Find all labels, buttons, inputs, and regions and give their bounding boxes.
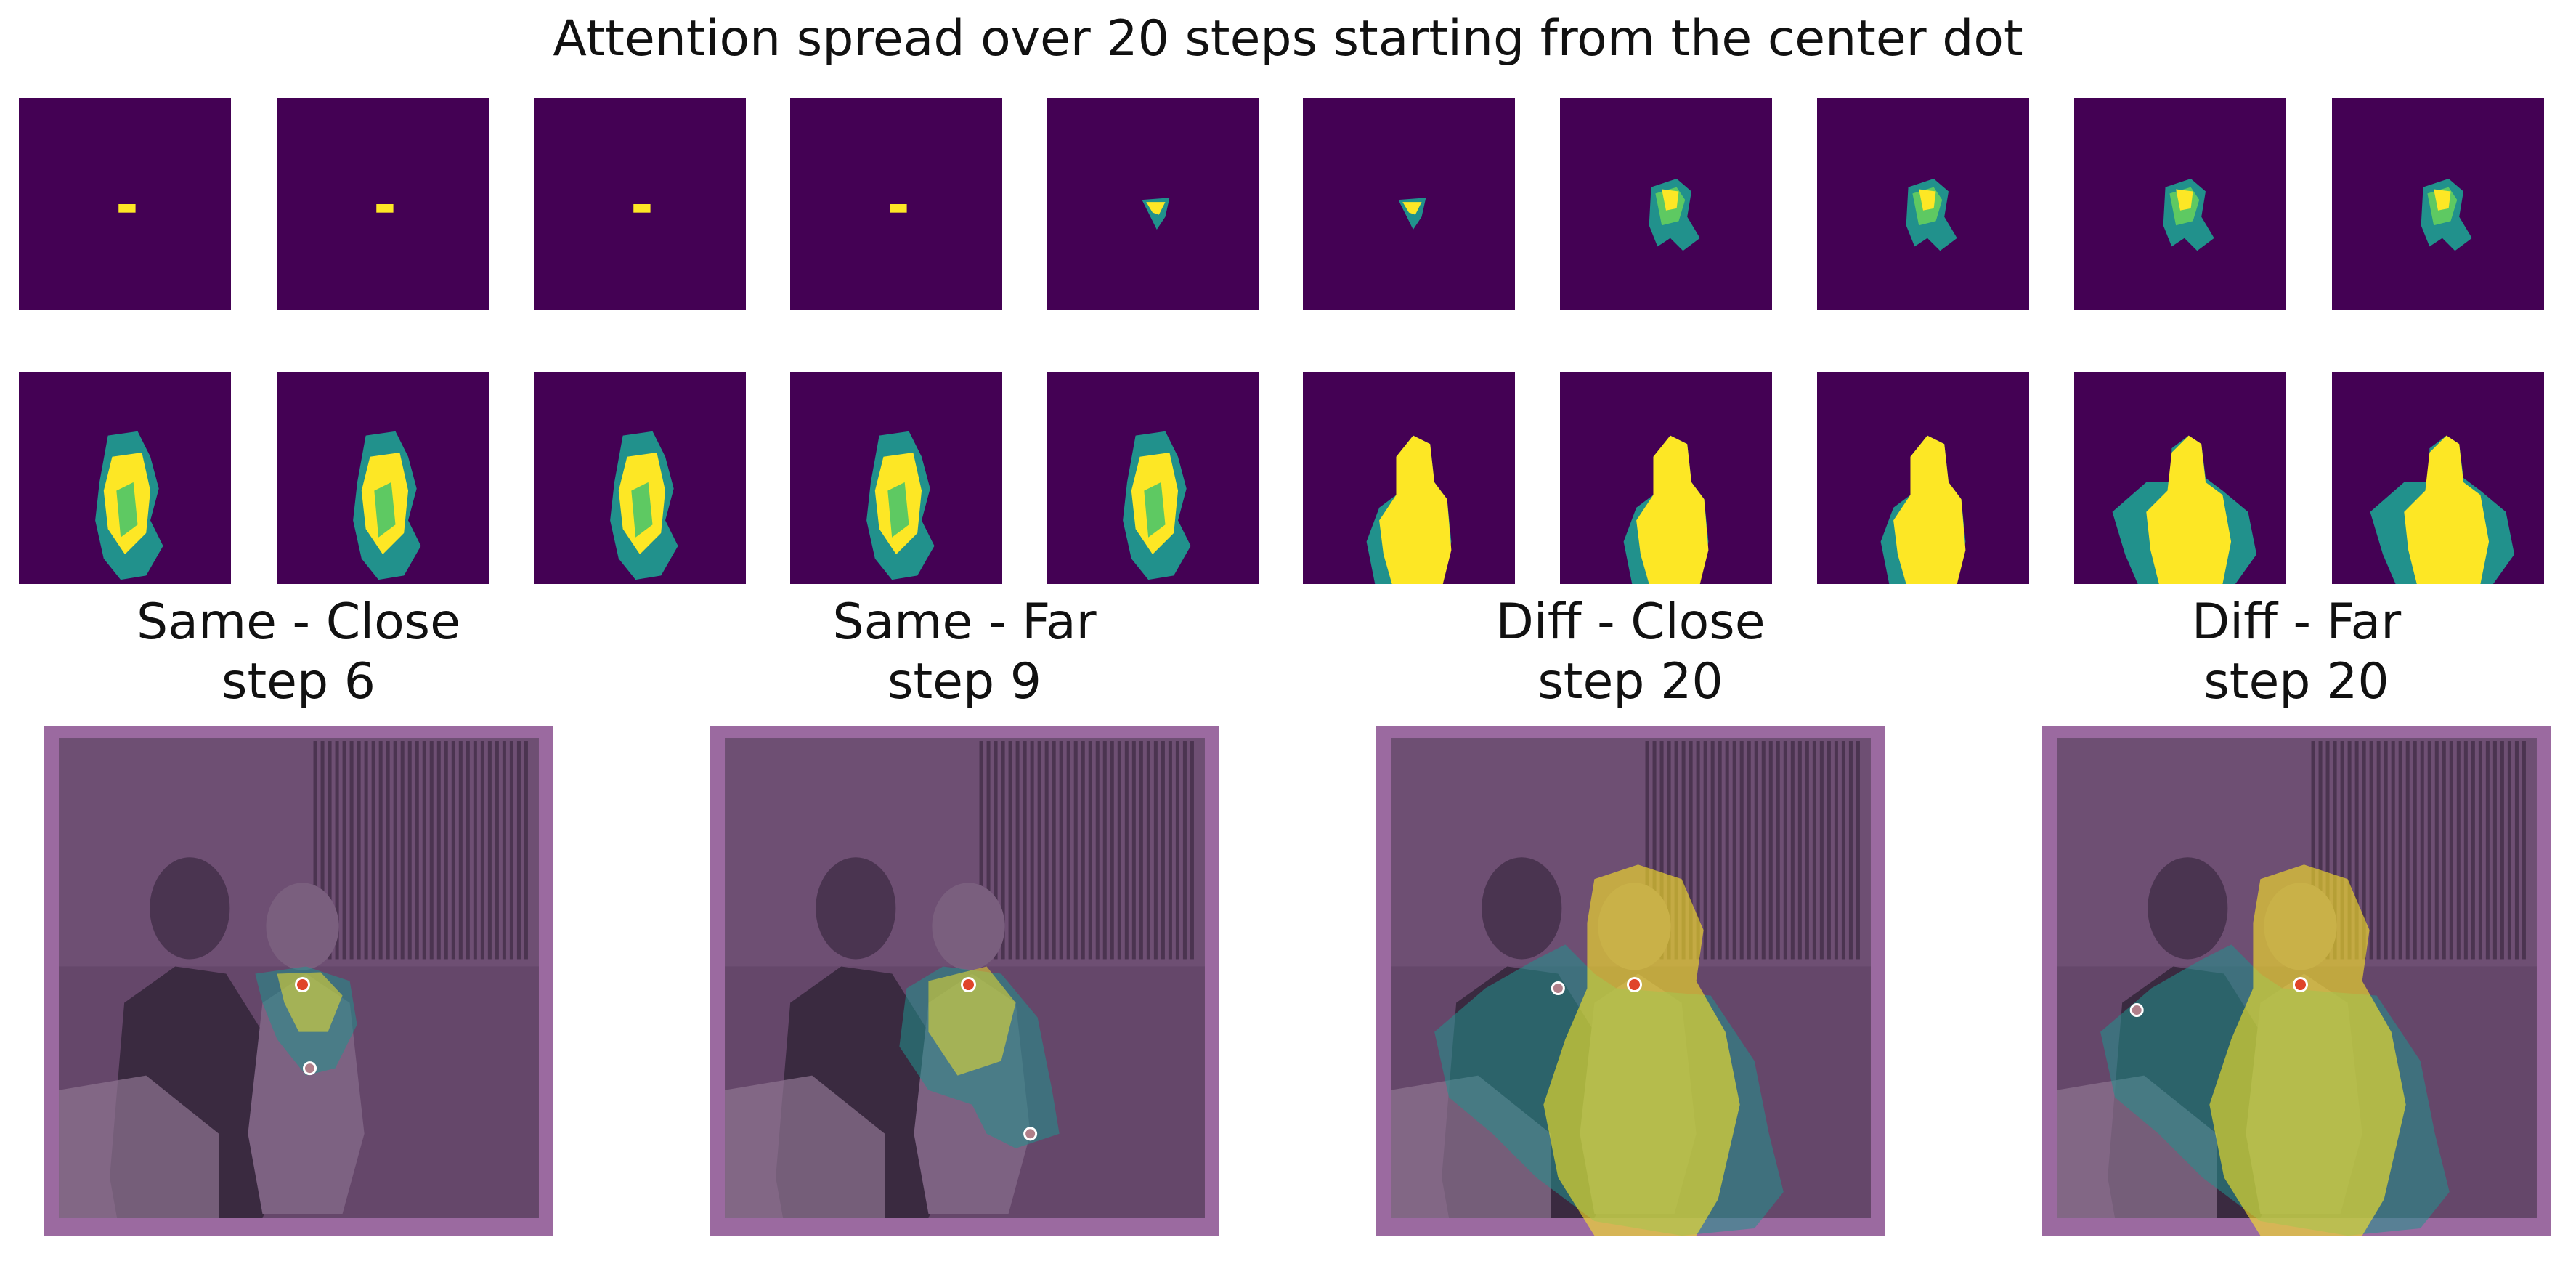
overlay-photo [2042,726,2551,1236]
overlay-photo [710,726,1219,1236]
attention-blob [2163,178,2214,251]
panel-title-condition: Diff - Far [2191,593,2402,651]
attention-map-step-10 [2332,98,2544,310]
overlay-photo [44,726,553,1236]
attention-blob [1366,435,1452,584]
overlay-photo [1376,726,1885,1236]
attention-blob [890,204,907,213]
attention-blob [2112,435,2257,584]
attention-map-step-7 [1560,98,1772,310]
attention-map-step-16 [1303,372,1515,584]
attention-overlay-image [710,726,1219,1236]
attention-map-step-1 [19,98,231,310]
panel-title-step: step 9 [887,653,1041,710]
attention-map-step-5 [1047,98,1259,310]
attention-blob [1142,198,1170,230]
attention-map-step-6 [1303,98,1515,310]
panel-title-condition: Same - Far [832,593,1097,651]
attention-blob [353,431,421,580]
figure-title: Attention spread over 20 steps starting … [553,10,2023,68]
attention-blob [1649,178,1700,251]
attention-blob [1123,431,1191,580]
attention-blob [1623,435,1709,584]
attention-map-step-11 [19,372,231,584]
attention-blob [866,431,935,580]
attention-map-step-20 [2332,372,2544,584]
attention-map-step-13 [534,372,746,584]
panel-title-condition: Same - Close [137,593,460,651]
attention-map-step-3 [534,98,746,310]
attention-map-step-4 [790,98,1002,310]
attention-blob [2421,178,2472,251]
attention-blob [1906,178,1957,251]
attention-blob [95,431,163,580]
attention-blob [1398,198,1426,230]
attention-blob [610,431,678,580]
attention-map-step-2 [277,98,489,310]
panel-title-step: step 20 [1537,653,1723,710]
attention-map-step-14 [790,372,1002,584]
attention-overlay-image [1376,726,1885,1236]
attention-blob [1880,435,1966,584]
panel-title-step: step 20 [2203,653,2389,710]
attention-blob [118,204,136,213]
attention-blob [633,204,651,213]
attention-map-step-12 [277,372,489,584]
panel-title-condition: Diff - Close [1495,593,1766,651]
attention-map-step-19 [2074,372,2286,584]
attention-map-step-15 [1047,372,1259,584]
attention-map-step-8 [1817,98,2029,310]
panel-title-step: step 6 [222,653,375,710]
attention-blob [376,204,394,213]
attention-map-step-9 [2074,98,2286,310]
attention-overlay-image [2042,726,2551,1236]
attention-blob [2370,435,2515,584]
attention-overlay-image [44,726,553,1236]
attention-map-step-18 [1817,372,2029,584]
attention-map-step-17 [1560,372,1772,584]
